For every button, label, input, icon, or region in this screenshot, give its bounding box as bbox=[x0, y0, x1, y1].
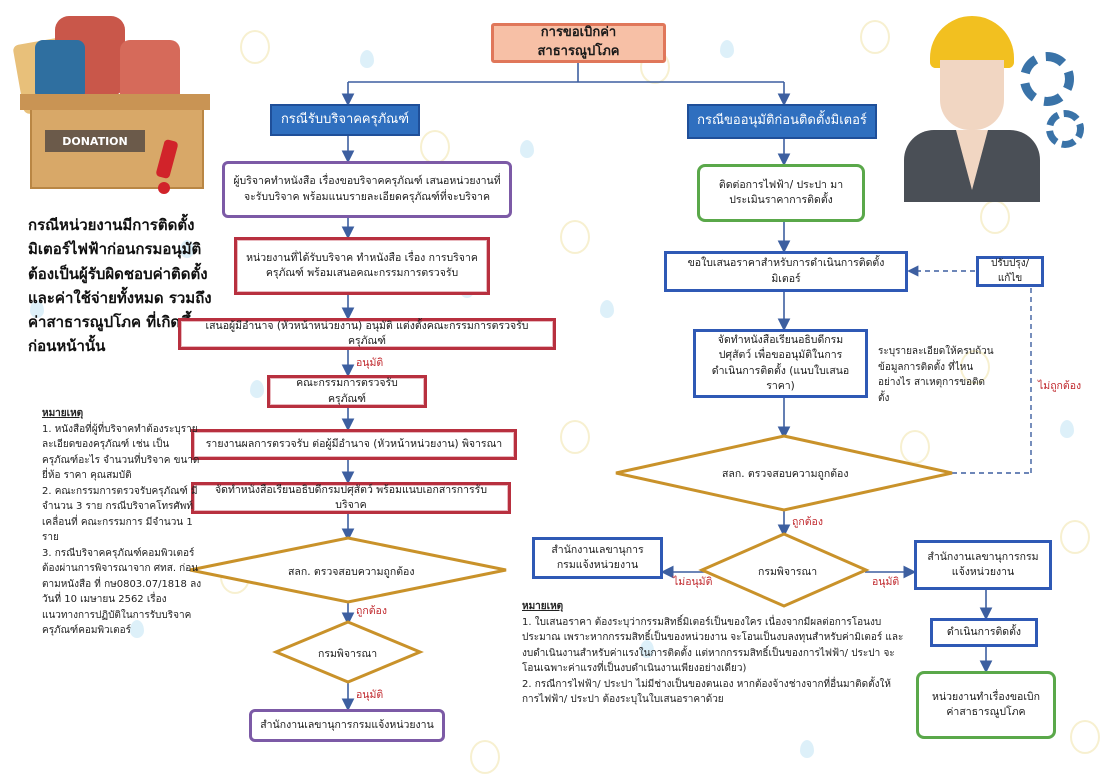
left-step-4: คณะกรรมการตรวจรับครุภัณฑ์ bbox=[267, 375, 427, 408]
water-drop-icon bbox=[520, 140, 534, 158]
headline-warning: กรณีหน่วยงานมีการติดตั้งมิเตอร์ไฟฟ้าก่อน… bbox=[28, 216, 212, 356]
water-drop-icon bbox=[180, 240, 194, 258]
left-note: หมายเหตุ 1. หนังสือที่ผู้ที่บริจาคทำต้อง… bbox=[42, 406, 204, 639]
right-approve-label: อนุมัติ bbox=[872, 576, 900, 588]
install-box: ดำเนินการติดตั้ง bbox=[930, 618, 1038, 647]
bottom-note-body: 1. ใบเสนอราคา ต้องระบุว่ากรรมสิทธิ์มิเตอ… bbox=[522, 616, 904, 706]
light-bulb-icon bbox=[860, 20, 890, 54]
left-step-2: หน่วยงานที่ได้รับบริจาค ทำหนังสือ เรื่อง… bbox=[234, 237, 490, 295]
left-step-5: รายงานผลการตรวจรับ ต่อผู้มีอำนาจ (หัวหน้… bbox=[191, 429, 517, 460]
right-side-note: ระบุรายละเอียดให้ครบถ้วน ข้อมูลการติดตั้… bbox=[878, 346, 994, 404]
water-drop-icon bbox=[250, 380, 264, 398]
right-step-1: ติดต่อการไฟฟ้า/ ประปา มาประเมินราคาการติ… bbox=[697, 164, 865, 222]
light-bulb-icon bbox=[960, 350, 990, 384]
light-bulb-icon bbox=[470, 740, 500, 774]
right-branch-header: กรณีขออนุมัติก่อนติดตั้งมิเตอร์ bbox=[687, 104, 877, 139]
engineer-illustration bbox=[900, 12, 1095, 202]
light-bulb-icon bbox=[560, 220, 590, 254]
decision-diamond-left-1 bbox=[189, 536, 507, 604]
left-note-title: หมายเหตุ bbox=[42, 408, 84, 419]
incorrect-label: ไม่ถูกต้อง bbox=[1038, 380, 1082, 392]
light-bulb-icon bbox=[560, 420, 590, 454]
notify-right-box: สำนักงานเลขานุการกรมแจ้งหน่วยงาน bbox=[914, 540, 1052, 590]
left-decision-1-text: สลก. ตรวจสอบความถูกต้อง bbox=[288, 566, 415, 578]
left-correct-label: ถูกต้อง bbox=[356, 605, 387, 617]
left-note-body: 1. หนังสือที่ผู้ที่บริจาคทำต้องระบุรายละ… bbox=[42, 423, 202, 637]
light-bulb-icon bbox=[900, 430, 930, 464]
light-bulb-icon bbox=[1060, 520, 1090, 554]
right-step-2: ขอใบเสนอราคาสำหรับการดำเนินการติดตั้งมิเ… bbox=[664, 251, 908, 292]
water-drop-icon bbox=[640, 640, 654, 658]
decision-diamond-right-1 bbox=[615, 434, 953, 512]
right-final: หน่วยงานทำเรื่องขอเบิกค่าสาธารณูปโภค bbox=[916, 671, 1056, 739]
right-step-3: จัดทำหนังสือเรียนอธิบดีกรมปศุสัตว์ เพื่อ… bbox=[693, 329, 868, 398]
bottom-note-title: หมายเหตุ bbox=[522, 601, 564, 612]
water-drop-icon bbox=[360, 50, 374, 68]
gear-icon bbox=[1020, 52, 1074, 106]
water-drop-icon bbox=[130, 620, 144, 638]
decision-diamond-left-2 bbox=[272, 620, 424, 684]
water-drop-icon bbox=[800, 740, 814, 758]
bottom-note: หมายเหตุ 1. ใบเสนอราคา ต้องระบุว่ากรรมสิ… bbox=[522, 599, 907, 708]
left-branch-header: กรณีรับบริจาคครุภัณฑ์ bbox=[270, 104, 420, 136]
left-approve-label-2: อนุมัติ bbox=[356, 689, 384, 701]
water-drop-icon bbox=[600, 300, 614, 318]
right-decision-1-text: สลก. ตรวจสอบความถูกต้อง bbox=[722, 468, 849, 480]
right-decision-2-text: กรมพิจารณา bbox=[758, 566, 818, 578]
water-drop-icon bbox=[30, 300, 44, 318]
page-title: การขอเบิกค่าสาธารณูปโภค bbox=[491, 23, 666, 63]
water-drop-icon bbox=[1060, 420, 1074, 438]
light-bulb-icon bbox=[240, 30, 270, 64]
revise-box: ปรับปรุง/ แก้ไข bbox=[976, 256, 1044, 287]
not-approve-label: ไม่อนุมัติ bbox=[673, 576, 713, 588]
left-decision-2-text: กรมพิจารณา bbox=[318, 648, 378, 660]
left-step-6: จัดทำหนังสือเรียนอธิบดีกรมปศุสัตว์ พร้อม… bbox=[191, 482, 511, 514]
left-step-3: เสนอผู้มีอำนาจ (หัวหน้าหน่วยงาน) อนุมัติ… bbox=[178, 318, 556, 350]
right-correct-label: ถูกต้อง bbox=[792, 516, 823, 528]
donation-illustration: DONATION bbox=[10, 10, 210, 194]
left-final: สำนักงานเลขานุการกรมแจ้งหน่วยงาน bbox=[249, 709, 445, 742]
decision-diamond-right-2 bbox=[698, 532, 870, 608]
notify-left-box: สำนักงานเลขานุการกรมแจ้งหน่วยงาน bbox=[532, 537, 663, 579]
gear-icon bbox=[1046, 110, 1084, 148]
light-bulb-icon bbox=[1070, 720, 1100, 754]
water-drop-icon bbox=[720, 40, 734, 58]
donation-label: DONATION bbox=[45, 130, 145, 152]
left-step-1: ผู้บริจาคทำหนังสือ เรื่องขอบริจาคครุภัณฑ… bbox=[222, 161, 512, 218]
left-approve-label-1: อนุมัติ bbox=[356, 357, 384, 369]
